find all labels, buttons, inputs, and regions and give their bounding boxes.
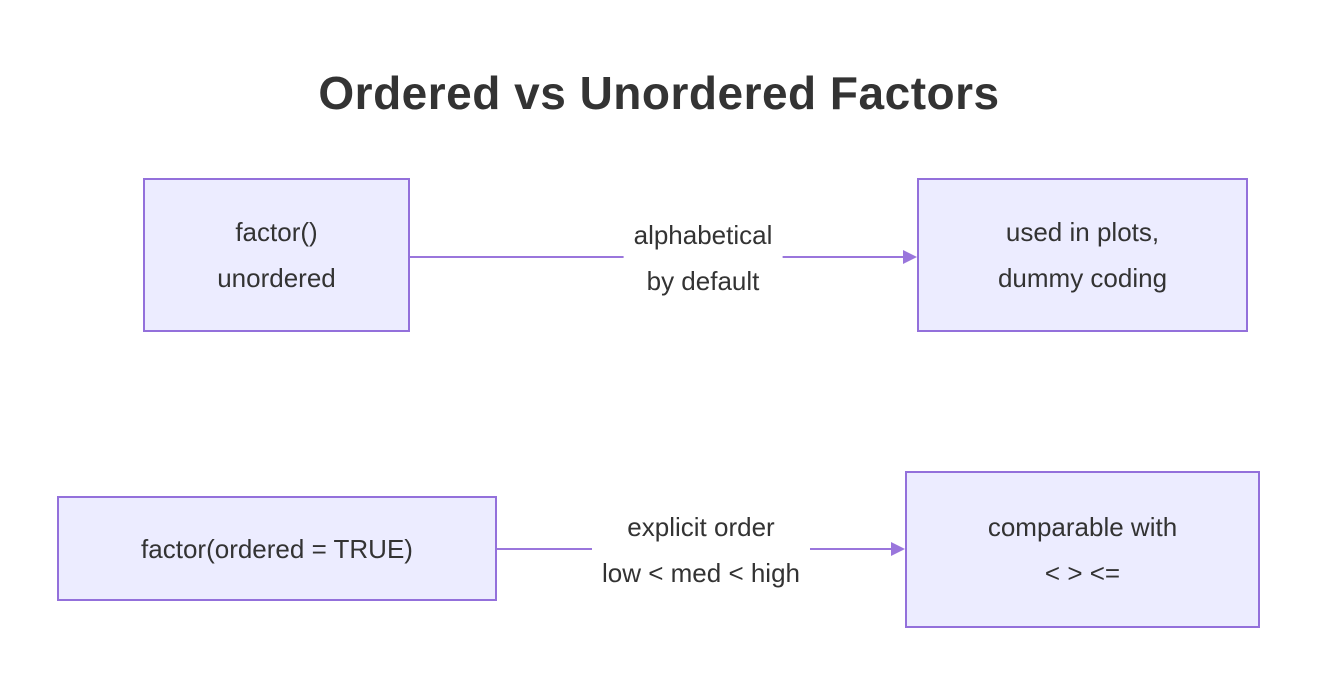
node-factor-unordered: factor() unordered bbox=[143, 178, 410, 332]
node-comparable-with-line-1: comparable with bbox=[987, 511, 1178, 542]
node-comparable-with-line-2: < > <= bbox=[1044, 557, 1121, 588]
arrowhead-icon bbox=[891, 542, 905, 556]
edge-c-to-d-label: explicit order low < med < high bbox=[591, 504, 811, 596]
edge-c-to-d-label-line-1: explicit order bbox=[627, 512, 775, 542]
node-factor-ordered-true: factor(ordered = TRUE) bbox=[57, 496, 497, 601]
edge-a-to-b-label-line-1: alphabetical bbox=[633, 220, 773, 250]
edge-c-to-d-label-line-2: low < med < high bbox=[601, 558, 801, 588]
node-used-in-plots: used in plots, dummy coding bbox=[917, 178, 1248, 332]
node-used-in-plots-line-2: dummy coding bbox=[997, 263, 1168, 293]
node-factor-ordered-true-line-1: factor(ordered = TRUE) bbox=[141, 533, 413, 564]
node-factor-unordered-line-1: factor() bbox=[235, 217, 318, 247]
arrowhead-icon bbox=[903, 250, 917, 264]
diagram-title: Ordered vs Unordered Factors bbox=[318, 67, 1000, 119]
edge-a-to-b-label: alphabetical by default bbox=[623, 212, 783, 304]
node-used-in-plots-line-1: used in plots, bbox=[1005, 217, 1160, 247]
node-factor-unordered-line-2: unordered bbox=[217, 263, 336, 293]
edge-a-to-b-label-line-2: by default bbox=[646, 266, 760, 296]
node-comparable-with: comparable with < > <= bbox=[905, 471, 1260, 628]
